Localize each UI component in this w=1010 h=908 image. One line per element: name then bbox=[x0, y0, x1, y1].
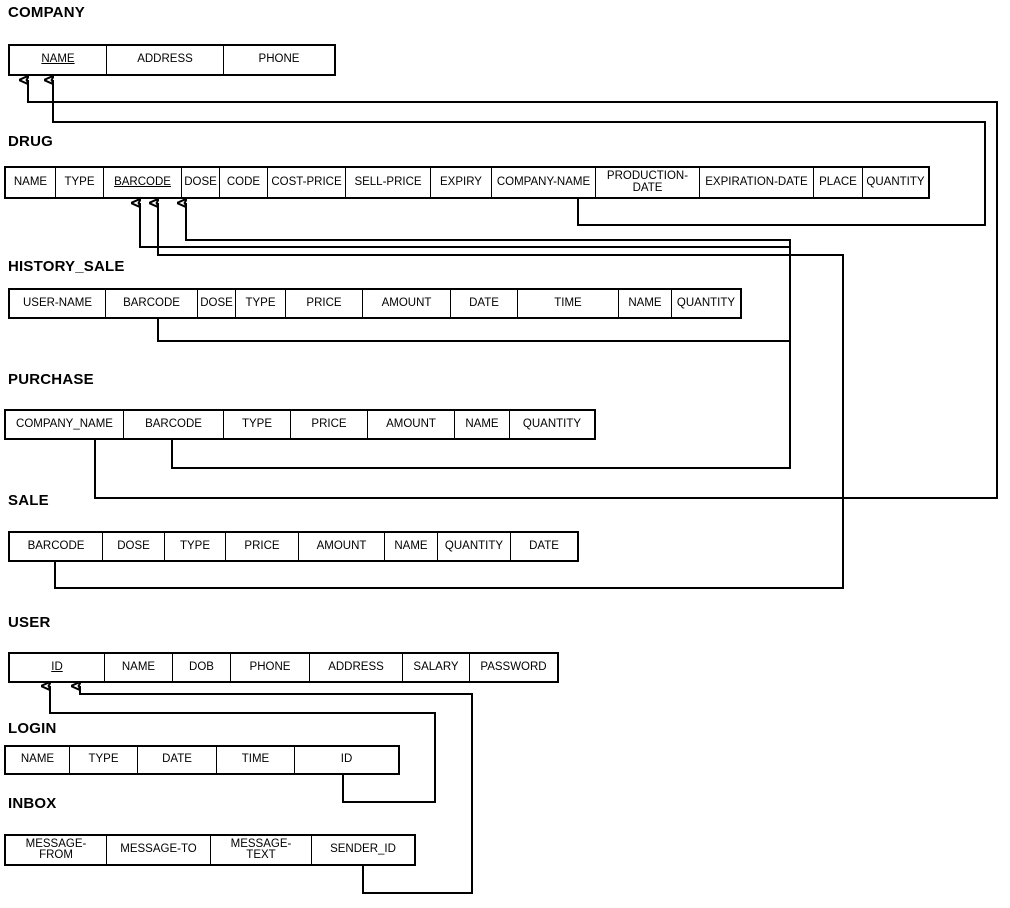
column-drug-2: BARCODE bbox=[104, 168, 182, 197]
column-history_sale-6: DATE bbox=[451, 290, 518, 317]
table-title-company: COMPANY bbox=[8, 4, 85, 21]
column-login-3: TIME bbox=[217, 747, 295, 773]
column-user-1: NAME bbox=[105, 654, 173, 681]
table-title-inbox: INBOX bbox=[8, 795, 57, 812]
column-inbox-1: MESSAGE-TO bbox=[107, 836, 211, 864]
column-drug-7: EXPIRY bbox=[431, 168, 492, 197]
column-user-3: PHONE bbox=[231, 654, 310, 681]
column-sale-4: AMOUNT bbox=[299, 533, 385, 560]
table-title-history_sale: HISTORY_SALE bbox=[8, 258, 125, 275]
column-user-6: PASSWORD bbox=[470, 654, 557, 681]
column-company-0: NAME bbox=[10, 46, 107, 74]
column-history_sale-9: QUANTITY bbox=[672, 290, 740, 317]
column-drug-6: SELL-PRICE bbox=[346, 168, 431, 197]
column-drug-5: COST-PRICE bbox=[268, 168, 346, 197]
column-history_sale-5: AMOUNT bbox=[363, 290, 451, 317]
column-history_sale-4: PRICE bbox=[286, 290, 363, 317]
column-drug-10: EXPIRATION-DATE bbox=[700, 168, 814, 197]
column-sale-1: DOSE bbox=[103, 533, 165, 560]
column-sale-6: QUANTITY bbox=[438, 533, 511, 560]
column-user-5: SALARY bbox=[403, 654, 470, 681]
column-drug-8: COMPANY-NAME bbox=[492, 168, 596, 197]
column-purchase-0: COMPANY_NAME bbox=[6, 411, 124, 438]
column-login-0: NAME bbox=[6, 747, 70, 773]
column-inbox-2: MESSAGE-TEXT bbox=[211, 836, 312, 864]
link-login-id bbox=[50, 686, 436, 803]
column-history_sale-3: TYPE bbox=[236, 290, 286, 317]
column-login-1: TYPE bbox=[70, 747, 138, 773]
column-purchase-6: QUANTITY bbox=[510, 411, 594, 438]
column-drug-3: DOSE bbox=[182, 168, 220, 197]
column-user-0: ID bbox=[10, 654, 105, 681]
column-history_sale-1: BARCODE bbox=[106, 290, 198, 317]
column-drug-1: TYPE bbox=[56, 168, 104, 197]
column-sale-7: DATE bbox=[511, 533, 577, 560]
column-login-4: ID bbox=[295, 747, 398, 773]
column-sale-2: TYPE bbox=[165, 533, 226, 560]
column-sale-0: BARCODE bbox=[10, 533, 103, 560]
column-drug-4: CODE bbox=[220, 168, 268, 197]
column-sale-3: PRICE bbox=[226, 533, 299, 560]
table-title-sale: SALE bbox=[8, 492, 49, 509]
column-history_sale-8: NAME bbox=[619, 290, 672, 317]
column-purchase-2: TYPE bbox=[224, 411, 291, 438]
link-history-sale-barcode bbox=[157, 203, 791, 342]
column-company-1: ADDRESS bbox=[107, 46, 224, 74]
column-login-2: DATE bbox=[138, 747, 217, 773]
column-sale-5: NAME bbox=[385, 533, 438, 560]
column-history_sale-0: USER-NAME bbox=[10, 290, 106, 317]
column-drug-11: PLACE bbox=[814, 168, 863, 197]
column-company-2: PHONE bbox=[224, 46, 334, 74]
column-drug-0: NAME bbox=[6, 168, 56, 197]
column-drug-9: PRODUCTION-DATE bbox=[596, 168, 700, 197]
link-drug-company-name bbox=[53, 80, 986, 226]
column-history_sale-7: TIME bbox=[518, 290, 619, 317]
column-user-2: DOB bbox=[173, 654, 231, 681]
table-title-purchase: PURCHASE bbox=[8, 371, 94, 388]
column-drug-12: QUANTITY bbox=[863, 168, 928, 197]
column-inbox-0: MESSAGE-FROM bbox=[6, 836, 107, 864]
column-history_sale-2: DOSE bbox=[198, 290, 236, 317]
column-purchase-5: NAME bbox=[455, 411, 510, 438]
column-user-4: ADDRESS bbox=[310, 654, 403, 681]
table-title-login: LOGIN bbox=[8, 720, 57, 737]
column-purchase-1: BARCODE bbox=[124, 411, 224, 438]
table-title-user: USER bbox=[8, 614, 51, 631]
column-purchase-4: AMOUNT bbox=[368, 411, 455, 438]
column-purchase-3: PRICE bbox=[291, 411, 368, 438]
link-drug-barcode-inbound-stem bbox=[139, 224, 790, 248]
column-inbox-3: SENDER_ID bbox=[312, 836, 414, 864]
table-title-drug: DRUG bbox=[8, 133, 53, 150]
